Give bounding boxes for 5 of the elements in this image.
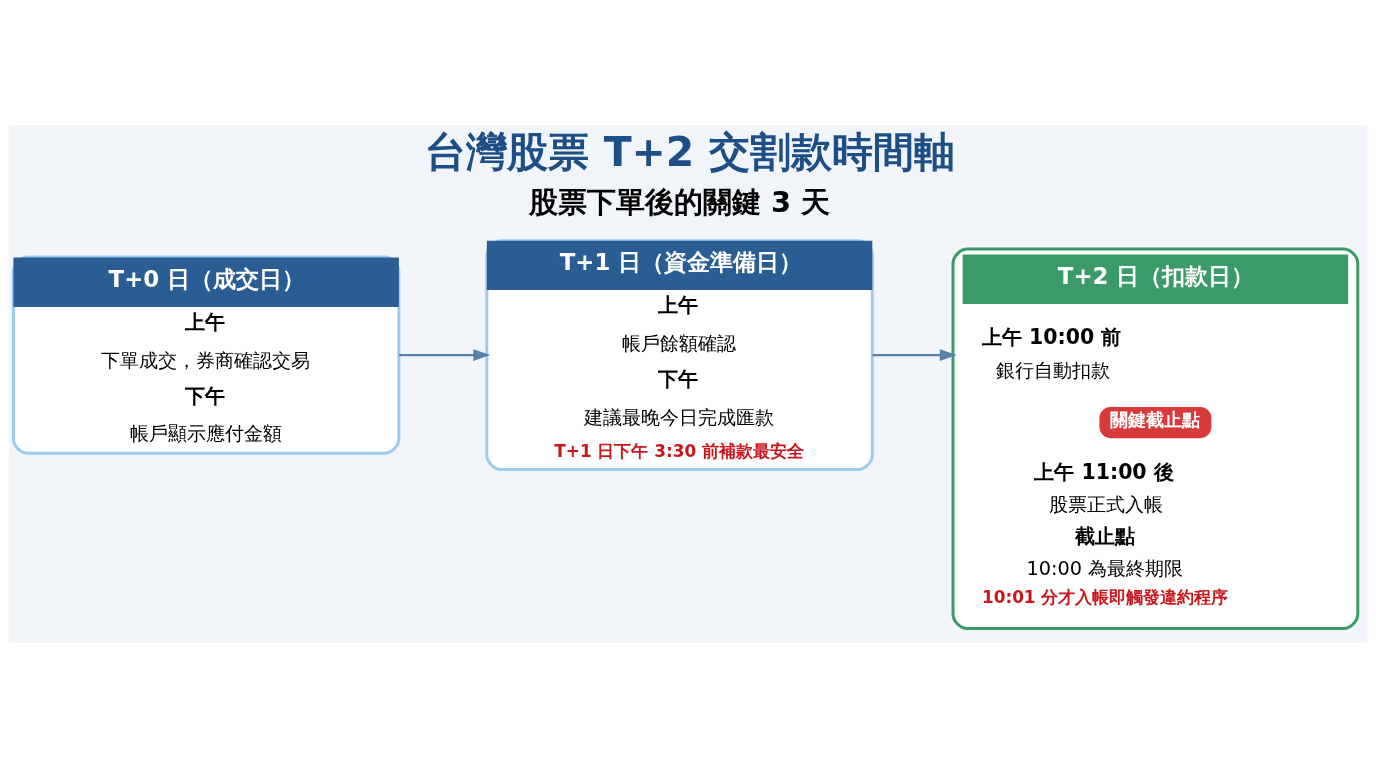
node-box: 關鍵截止點 <box>1099 406 1212 439</box>
arrow <box>398 349 491 361</box>
arrow <box>872 349 957 361</box>
label: 股票下單後的關鍵 3 天 <box>528 184 831 219</box>
diagram-title: 台灣股票 T+2 交割款時間軸 <box>425 128 955 177</box>
